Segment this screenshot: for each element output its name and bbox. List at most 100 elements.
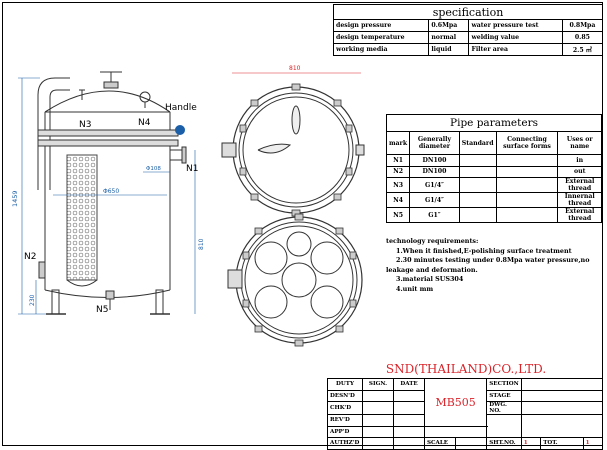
tb-dwg: DWG. NO. bbox=[486, 401, 522, 415]
pipe-cell bbox=[458, 154, 497, 167]
tech-item: 3.material SUS304 bbox=[396, 275, 464, 284]
table-row: working media liquid Filter area 2.5 ㎡ bbox=[332, 43, 604, 56]
tech-item: 1.When it finished,E-polishing surface t… bbox=[396, 246, 572, 255]
tb-tot-val: 1 bbox=[582, 437, 604, 450]
tb-sign: SIGN. bbox=[362, 378, 394, 391]
dim-h230: 230 bbox=[29, 294, 36, 306]
tb-rev: REV'D bbox=[327, 414, 363, 427]
dim-height: 1459 bbox=[11, 190, 19, 207]
tb-scale: SCALE bbox=[424, 437, 456, 450]
pipe-cell bbox=[458, 177, 497, 193]
tb-section: SECTION bbox=[486, 378, 522, 391]
table-row: design pressure 0.6Mpa water pressure te… bbox=[332, 19, 604, 32]
tb-scale-val bbox=[454, 437, 488, 450]
spec-cell: 0.8Mpa bbox=[561, 19, 604, 32]
tb-section-val bbox=[520, 378, 604, 391]
tb-cell bbox=[393, 401, 425, 415]
tech-item: 2.30 minutes testing under 0.8Mpa water … bbox=[396, 256, 590, 265]
pipe-cell bbox=[495, 177, 559, 193]
pipe-header: mark bbox=[385, 131, 411, 155]
dim-w810: 810 bbox=[289, 65, 301, 72]
pipe-cell: External thread bbox=[557, 177, 602, 193]
drawing-frame bbox=[2, 2, 603, 446]
pipe-cell bbox=[458, 165, 497, 178]
pipe-cell bbox=[495, 154, 559, 167]
tb-cell bbox=[393, 437, 425, 450]
tb-blank bbox=[486, 414, 522, 438]
tech-item: leakage and deformation. bbox=[386, 265, 478, 274]
pipe-cell: DN100 bbox=[409, 165, 460, 178]
table-row: design temperature normal welding value … bbox=[332, 31, 604, 44]
spec-cell: design temperature bbox=[332, 31, 430, 44]
pipe-cell: out bbox=[557, 165, 602, 178]
tb-stage-val bbox=[520, 389, 604, 402]
tb-cell bbox=[362, 425, 394, 438]
tb-authz: AUTHZ'D bbox=[327, 437, 363, 450]
pipe-cell bbox=[458, 207, 497, 223]
tech-title: technology requirements: bbox=[386, 237, 479, 245]
spec-title: specification bbox=[333, 4, 603, 20]
spec-cell: water pressure test bbox=[468, 19, 563, 32]
section-view bbox=[227, 213, 363, 347]
pipe-cell bbox=[495, 192, 559, 208]
tb-chk: CHK'D bbox=[327, 401, 363, 415]
side-view bbox=[18, 71, 196, 315]
pipe-cell: N5 bbox=[385, 207, 411, 223]
pipe-cell: G1″ bbox=[409, 207, 460, 223]
top-view bbox=[221, 72, 365, 217]
tb-cell bbox=[362, 437, 394, 450]
specification-table: specification design pressure 0.6Mpa wat… bbox=[332, 4, 604, 56]
company-name: SND(THAILAND)CO.,LTD. bbox=[385, 362, 547, 376]
pipe-parameters-table: Pipe parameters mark Generally diameter … bbox=[385, 114, 602, 223]
tech-item: 4.unit mm bbox=[396, 284, 434, 293]
tb-cell bbox=[362, 414, 394, 427]
tb-model: MB505 bbox=[423, 378, 488, 427]
tb-blank bbox=[423, 425, 488, 438]
dim-d650: Φ650 bbox=[103, 188, 119, 195]
tb-date: DATE bbox=[393, 378, 425, 391]
label-n5: N5 bbox=[96, 305, 108, 315]
label-n2: N2 bbox=[24, 252, 36, 262]
pipe-cell: DN100 bbox=[409, 154, 460, 167]
pipe-cell bbox=[495, 207, 559, 223]
pipe-cell: N3 bbox=[385, 177, 411, 193]
pipe-cell bbox=[495, 165, 559, 178]
pipe-cell: Innernal thread bbox=[557, 192, 602, 208]
pipe-title: Pipe parameters bbox=[386, 114, 602, 132]
label-handle: Handle bbox=[165, 103, 197, 113]
tb-duty: DUTY bbox=[327, 378, 363, 391]
spec-cell: Filter area bbox=[468, 43, 563, 56]
dim-d108: Φ108 bbox=[146, 166, 161, 172]
tb-cell bbox=[362, 401, 394, 415]
tb-app: APP'D bbox=[327, 425, 363, 438]
tb-cell bbox=[362, 389, 394, 402]
spec-cell: normal bbox=[428, 31, 470, 44]
pipe-header: Standard bbox=[458, 131, 497, 155]
pipe-cell: N2 bbox=[385, 165, 411, 178]
spec-cell: 2.5 ㎡ bbox=[561, 43, 604, 56]
label-n1: N1 bbox=[186, 164, 198, 174]
label-n3: N3 bbox=[79, 120, 91, 130]
pipe-header: Generally diameter bbox=[409, 131, 460, 155]
spec-cell: liquid bbox=[428, 43, 470, 56]
pipe-header: Connecting surface forms bbox=[495, 131, 559, 155]
tb-dwg-val bbox=[520, 401, 604, 415]
tb-cell bbox=[393, 425, 425, 438]
spec-cell: welding value bbox=[468, 31, 563, 44]
spec-cell: working media bbox=[332, 43, 430, 56]
tb-tot: TOT. bbox=[540, 437, 584, 450]
tb-stage: STAGE bbox=[486, 389, 522, 402]
pipe-cell: in bbox=[557, 154, 602, 167]
pipe-cell: G1/4″ bbox=[409, 192, 460, 208]
tb-sht: SHT.NO. bbox=[486, 437, 522, 450]
tb-desn: DESN'D bbox=[327, 389, 363, 402]
pipe-cell: N4 bbox=[385, 192, 411, 208]
title-block: DUTY SIGN. DATE MB505 SECTION DESN'D STA… bbox=[327, 378, 604, 450]
table-header-row: mark Generally diameter Standard Connect… bbox=[385, 131, 602, 155]
